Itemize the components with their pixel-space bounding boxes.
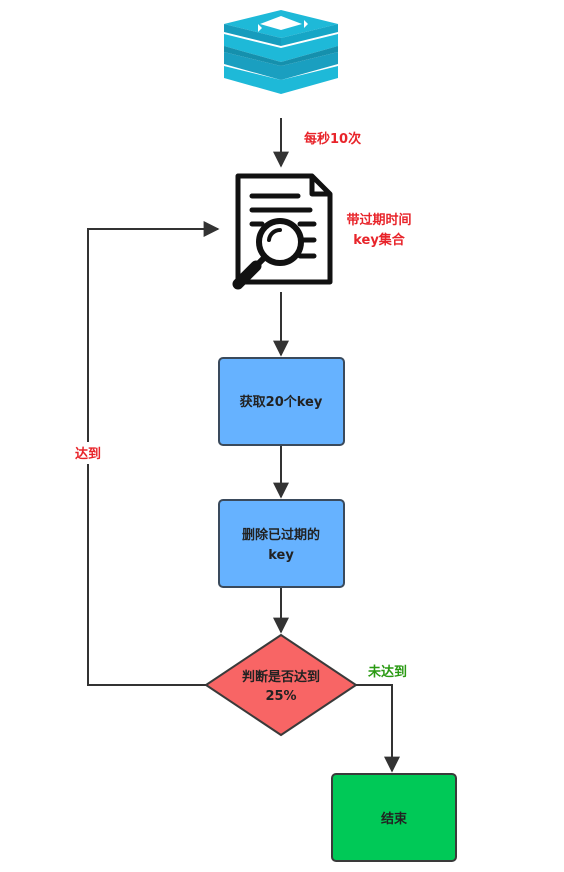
document-search-icon — [232, 173, 333, 290]
check-threshold-diamond: 判断是否达到 25% — [204, 633, 358, 737]
reached-label-bg — [70, 442, 106, 464]
edge-check-to-end — [356, 684, 400, 773]
delete-expired-box: 删除已过期的 key — [218, 499, 345, 588]
check-label-line1: 判断是否达到 — [242, 669, 320, 685]
expire-set-label-line2: key集合 — [353, 232, 406, 248]
edge-check-loop-back — [87, 221, 220, 686]
check-label-line2: 25% — [265, 689, 296, 704]
delete-label-line2: key — [268, 548, 294, 563]
get-keys-label: 获取20个key — [240, 394, 323, 410]
get-keys-box: 获取20个key — [218, 357, 345, 446]
end-label: 结束 — [381, 811, 408, 827]
not-reached-label: 未达到 — [367, 664, 407, 680]
rate-label: 每秒10次 — [304, 131, 361, 147]
expire-set-label-line1: 带过期时间 — [346, 212, 411, 228]
redis-logo-icon — [224, 10, 338, 94]
delete-label-line1: 删除已过期的 — [242, 527, 320, 543]
reached-label: 达到 — [75, 446, 101, 462]
end-box: 结束 — [331, 773, 457, 862]
